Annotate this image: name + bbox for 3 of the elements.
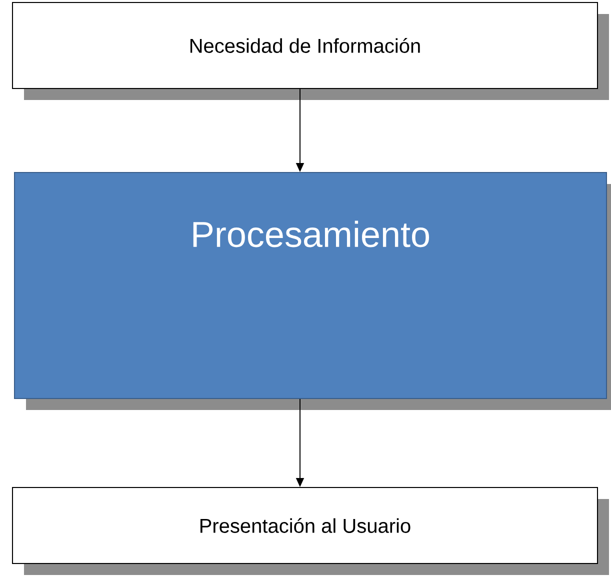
process-box: Procesamiento (14, 172, 611, 410)
process-box: Necesidad de Información (12, 2, 609, 100)
process-box: Presentación al Usuario (12, 487, 609, 575)
